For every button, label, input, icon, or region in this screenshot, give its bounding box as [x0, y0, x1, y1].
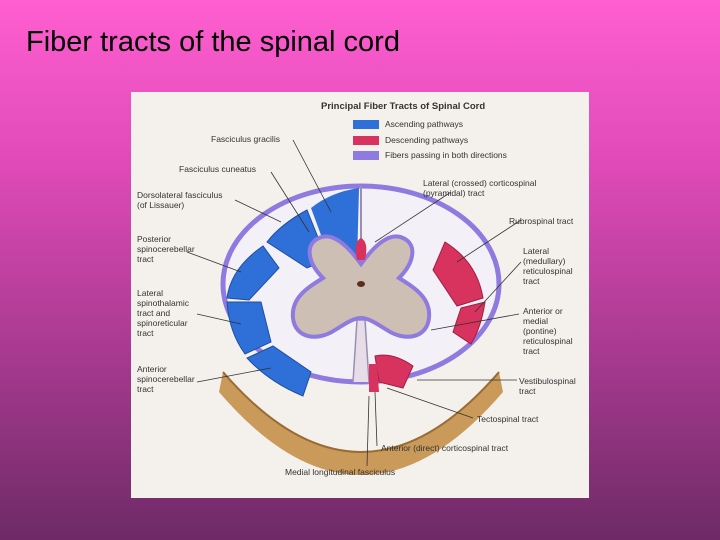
posterior-red-spots: [355, 238, 367, 260]
cord-base-shadow: [222, 371, 500, 453]
cord-base: [219, 372, 503, 475]
label-lateral-spinothalamic: Lateral spinothalamic tract and spinoret…: [137, 288, 189, 338]
label-medial-longitudinal: Medial longitudinal fasciculus: [285, 467, 396, 477]
central-canal: [357, 281, 365, 287]
tectospinal-region: [369, 364, 379, 392]
label-tectospinal: Tectospinal tract: [477, 414, 539, 424]
slide-title: Fiber tracts of the spinal cord: [26, 26, 400, 58]
label-rubrospinal: Rubrospinal tract: [509, 216, 574, 226]
anterior-spinocerebellar-region: [246, 345, 312, 397]
label-posterior-spinocerebellar: Posterior spinocerebellar tract: [137, 234, 195, 264]
spinal-cord-illustration: [186, 139, 522, 475]
legend-swatch-descending: [353, 136, 379, 145]
vestibulospinal-region: [374, 354, 414, 389]
legend-label-descending: Descending pathways: [385, 135, 469, 145]
label-fasciculus-cuneatus: Fasciculus cuneatus: [179, 164, 257, 174]
lateral-spinothalamic-region: [226, 301, 272, 355]
label-medial-reticulospinal: Anterior or medial (pontine) reticulospi…: [523, 306, 573, 356]
label-dorsolateral-fasciculus: Dorsolateral fasciculus (of Lissauer): [137, 190, 223, 210]
legend-swatch-ascending: [353, 120, 379, 129]
label-lateral-reticulospinal: Lateral (medullary) reticulospinal tract: [523, 246, 573, 286]
lateral-corticospinal-region: [432, 241, 484, 307]
label-fasciculus-gracilis: Fasciculus gracilis: [211, 134, 280, 144]
legend-swatch-both: [353, 151, 379, 160]
posterior-spinocerebellar-region: [226, 245, 280, 301]
legend-label-both: Fibers passing in both directions: [385, 150, 507, 160]
figure-title: Principal Fiber Tracts of Spinal Cord: [321, 101, 486, 112]
label-lateral-corticospinal: Lateral (crossed) corticospinal (pyramid…: [423, 178, 537, 198]
legend-label-ascending: Ascending pathways: [385, 119, 463, 129]
label-vestibulospinal: Vestibulospinal tract: [519, 376, 576, 396]
label-anterior-spinocerebellar: Anterior spinocerebellar tract: [137, 364, 195, 394]
spinal-cord-figure: Principal Fiber Tracts of Spinal Cord As…: [131, 92, 589, 498]
label-anterior-corticospinal: Anterior (direct) corticospinal tract: [381, 443, 509, 453]
